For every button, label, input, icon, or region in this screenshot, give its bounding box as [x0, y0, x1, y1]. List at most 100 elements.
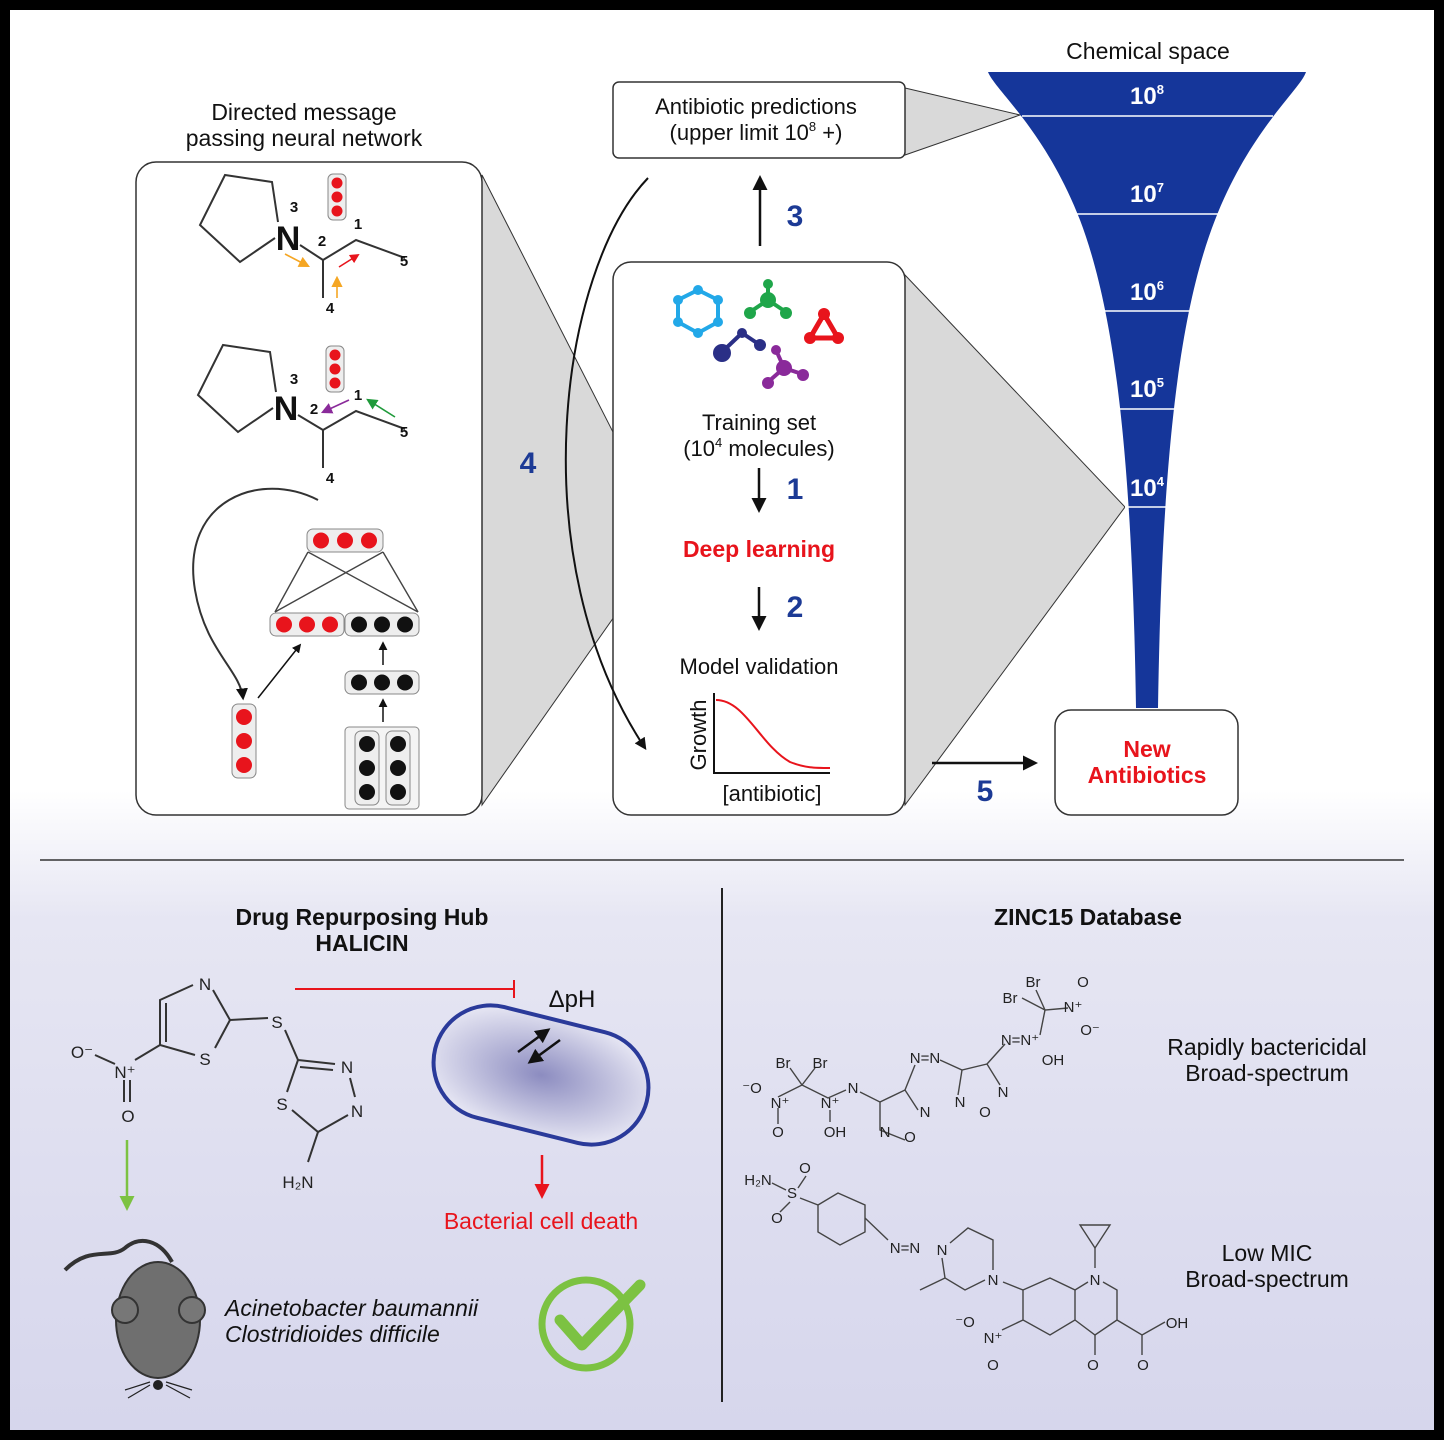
- atom-label: O: [1137, 1357, 1149, 1374]
- atom-label: O: [1087, 1357, 1099, 1374]
- atom-label: O: [799, 1160, 811, 1177]
- step-3-label: 3: [787, 200, 804, 233]
- message-arrow: [320, 399, 350, 414]
- atom-label: Br: [813, 1055, 828, 1072]
- mol1-desc-line2: Broad-spectrum: [1185, 1060, 1349, 1086]
- atom-index-5: 5: [400, 424, 408, 441]
- mol2-desc-line1: Low MIC: [1222, 1240, 1313, 1266]
- atom-label: H₂N: [282, 1173, 313, 1192]
- network-schematic: [192, 487, 420, 810]
- funnel-level-label: 106: [1130, 278, 1164, 306]
- atom-label: N⁺: [114, 1063, 135, 1082]
- funnel-level-label: 105: [1130, 375, 1164, 403]
- atom-label: O: [121, 1107, 134, 1126]
- atom-label: O⁻: [71, 1043, 93, 1062]
- message-arrow: [338, 253, 360, 268]
- atom-label: N: [937, 1242, 948, 1259]
- atom-label: N=N: [890, 1240, 920, 1257]
- atom-label: N=N⁺: [1001, 1032, 1039, 1049]
- step-4-arrow: [564, 177, 649, 750]
- atom-label: N: [955, 1094, 966, 1111]
- molecule-graph-1: N 3 2 1 5 4: [198, 173, 408, 317]
- atom-index-2: 2: [318, 233, 326, 250]
- nitrogen-label: N: [274, 390, 299, 428]
- predictions-box: [612, 81, 906, 159]
- atom-label: N: [920, 1104, 931, 1121]
- species-1: Acinetobacter baumannii: [223, 1295, 479, 1321]
- dmpnn-title-line2: passing neural network: [186, 125, 423, 151]
- molecule-graph-2: N 3 2 1 5 4: [196, 343, 408, 487]
- new-antibiotics-line1: New: [1123, 736, 1170, 762]
- training-set-line1: Training set: [702, 410, 816, 435]
- antibiotic-axis-label: [antibiotic]: [722, 781, 821, 806]
- atom-index-3: 3: [290, 199, 298, 216]
- atom-label: N⁺: [984, 1330, 1003, 1347]
- atom-index-1: 1: [354, 387, 362, 404]
- dose-response-plot: Growth [antibiotic]: [686, 693, 831, 806]
- atom-label: N: [848, 1080, 859, 1097]
- atom-label: S: [276, 1095, 287, 1114]
- atom-index-4: 4: [326, 300, 335, 317]
- predictions-line2: (upper limit 108 +): [670, 119, 843, 145]
- mol2-desc-line2: Broad-spectrum: [1185, 1266, 1349, 1292]
- atom-label: N: [199, 975, 211, 994]
- atom-label: N⁺: [821, 1095, 840, 1112]
- pipeline-panel: [612, 261, 906, 816]
- atom-label: N⁺: [771, 1095, 790, 1112]
- species-2: Clostridioides difficile: [225, 1321, 440, 1347]
- atom-index-2: 2: [310, 401, 318, 418]
- atom-label: O: [772, 1124, 784, 1141]
- message-arrow: [366, 398, 396, 418]
- chemical-space-label: Chemical space: [1066, 38, 1230, 64]
- delta-ph-label: ΔpH: [549, 986, 596, 1013]
- atom-label: N: [1090, 1272, 1101, 1289]
- atom-label: S: [787, 1185, 797, 1202]
- step-2-label: 2: [787, 591, 804, 624]
- new-antibiotics-box: [1054, 709, 1239, 816]
- mouse-icon: [63, 1238, 206, 1399]
- training-molecules-icon: [673, 279, 844, 389]
- atom-label: N⁺: [1064, 999, 1083, 1016]
- dmpnn-title-line1: Directed message: [211, 99, 396, 125]
- atom-label: S: [271, 1013, 282, 1032]
- checkmark-icon: [538, 1276, 646, 1372]
- atom-label: ⁻O: [955, 1314, 975, 1331]
- atom-label: O: [904, 1129, 916, 1146]
- atom-label: O: [1077, 974, 1089, 991]
- drug-hub-title: Drug Repurposing Hub: [236, 904, 489, 930]
- deep-learning-label: Deep learning: [683, 536, 835, 562]
- atom-label: N: [880, 1124, 891, 1141]
- atom-index-5: 5: [400, 253, 408, 270]
- predictions-line1: Antibiotic predictions: [655, 94, 857, 119]
- atom-label: OH: [824, 1124, 847, 1141]
- step-1-label: 1: [787, 473, 804, 506]
- atom-label: Br: [1003, 990, 1018, 1007]
- zinc15-title: ZINC15 Database: [994, 904, 1182, 930]
- atom-label: N: [998, 1084, 1009, 1101]
- training-set-line2: (104 molecules): [683, 435, 835, 461]
- chemical-space-funnel: [988, 72, 1306, 708]
- funnel-level-label: 108: [1130, 82, 1164, 110]
- new-antibiotics-line2: Antibiotics: [1088, 762, 1207, 788]
- nitrogen-label: N: [276, 220, 301, 258]
- atom-label: S: [199, 1050, 210, 1069]
- growth-axis-label: Growth: [686, 700, 711, 771]
- atom-label: N: [988, 1272, 999, 1289]
- atom-index-3: 3: [290, 371, 298, 388]
- atom-index-1: 1: [354, 216, 362, 233]
- atom-label: N: [341, 1058, 353, 1077]
- atom-label: O: [979, 1104, 991, 1121]
- bacterium-icon: ΔpH: [431, 986, 651, 1147]
- halicin-title: HALICIN: [315, 930, 408, 956]
- funnel-level-label: 104: [1130, 474, 1165, 502]
- atom-label: Br: [776, 1055, 791, 1072]
- atom-label: Br: [1026, 974, 1041, 991]
- model-validation-label: Model validation: [680, 654, 839, 679]
- atom-label: OH: [1166, 1315, 1189, 1332]
- message-arrow: [284, 253, 310, 268]
